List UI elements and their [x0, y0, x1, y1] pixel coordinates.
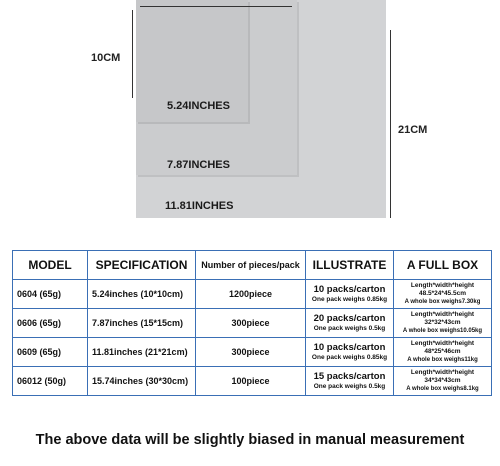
- illustrate-sub: One pack weighs 0.85kg: [311, 296, 388, 303]
- illustrate-sub: One pack weighs 0.85kg: [311, 354, 388, 361]
- cell-spec: 15.74inches (30*30cm): [87, 366, 196, 396]
- header-model: MODEL: [12, 250, 88, 280]
- size-label-small: 5.24INCHES: [167, 100, 230, 112]
- table-row: 0606 (65g) 7.87inches (15*15cm) 300piece…: [12, 308, 492, 338]
- illustrate-sub: One pack weighs 0.5kg: [313, 383, 386, 390]
- box-dims-label: Length*width*height: [410, 340, 475, 347]
- box-weight: A whole box weighs11kg: [407, 357, 478, 363]
- cell-full-box: Length*width*height 48.5*24*45.5cm A who…: [393, 279, 492, 309]
- sheet-small: [136, 0, 248, 122]
- cell-model: 0609 (65g): [12, 337, 88, 367]
- table-row: 0604 (65g) 5.24inches (10*10cm) 1200piec…: [12, 279, 492, 309]
- measurement-disclaimer: The above data will be slightly biased i…: [35, 432, 465, 448]
- left-dimension-line: [132, 10, 133, 98]
- illustrate-main: 15 packs/carton: [313, 371, 386, 382]
- box-dims-label: Length*width*height: [410, 311, 475, 318]
- cell-pieces: 300piece: [195, 308, 306, 338]
- box-weight: A whole box weighs8.1kg: [406, 386, 479, 392]
- cell-model: 06012 (50g): [12, 366, 88, 396]
- box-dims-value: 32*32*43cm: [424, 319, 461, 326]
- cell-model: 0606 (65g): [12, 308, 88, 338]
- cell-illustrate: 10 packs/carton One pack weighs 0.85kg: [305, 279, 394, 309]
- cell-illustrate: 15 packs/carton One pack weighs 0.5kg: [305, 366, 394, 396]
- table-header-row: MODEL SPECIFICATION Number of pieces/pac…: [12, 250, 492, 280]
- box-weight: A whole box weighs7.30kg: [404, 299, 481, 305]
- dimension-10cm: 10CM: [91, 52, 121, 64]
- box-dims-label: Length*width*height: [410, 369, 475, 376]
- illustrate-main: 10 packs/carton: [313, 284, 386, 295]
- cell-full-box: Length*width*height 48*25*46cm A whole b…: [393, 337, 492, 367]
- header-pieces-per-pack: Number of pieces/pack: [195, 250, 306, 280]
- header-specification: SPECIFICATION: [87, 250, 196, 280]
- dimension-21cm: 21CM: [398, 124, 428, 136]
- box-dims-label: Length*width*height: [410, 282, 475, 289]
- table-row: 06012 (50g) 15.74inches (30*30cm) 100pie…: [12, 366, 492, 396]
- cell-full-box: Length*width*height 34*34*43cm A whole b…: [393, 366, 492, 396]
- size-label-medium: 7.87INCHES: [167, 159, 230, 171]
- box-weight: A whole box weighs10.05kg: [402, 328, 483, 334]
- cell-pieces: 300piece: [195, 337, 306, 367]
- cell-full-box: Length*width*height 32*32*43cm A whole b…: [393, 308, 492, 338]
- illustrate-sub: One pack weighs 0.5kg: [313, 325, 386, 332]
- table-row: 0609 (65g) 11.81inches (21*21cm) 300piec…: [12, 337, 492, 367]
- cell-spec: 5.24inches (10*10cm): [87, 279, 196, 309]
- illustrate-main: 20 packs/carton: [313, 313, 386, 324]
- cell-spec: 11.81inches (21*21cm): [87, 337, 196, 367]
- cell-illustrate: 10 packs/carton One pack weighs 0.85kg: [305, 337, 394, 367]
- cell-pieces: 100piece: [195, 366, 306, 396]
- cell-spec: 7.87inches (15*15cm): [87, 308, 196, 338]
- box-dims-value: 48.5*24*45.5cm: [419, 290, 466, 297]
- size-label-large: 11.81INCHES: [165, 200, 234, 212]
- cell-pieces: 1200piece: [195, 279, 306, 309]
- cell-model: 0604 (65g): [12, 279, 88, 309]
- top-dimension-line: [140, 6, 292, 7]
- cell-illustrate: 20 packs/carton One pack weighs 0.5kg: [305, 308, 394, 338]
- box-dims-value: 34*34*43cm: [424, 377, 461, 384]
- specification-table: MODEL SPECIFICATION Number of pieces/pac…: [12, 250, 492, 396]
- box-dims-value: 48*25*46cm: [424, 348, 461, 355]
- right-dimension-line: [390, 30, 391, 218]
- illustrate-main: 10 packs/carton: [313, 342, 386, 353]
- header-illustrate: ILLUSTRATE: [305, 250, 394, 280]
- header-full-box: A FULL BOX: [393, 250, 492, 280]
